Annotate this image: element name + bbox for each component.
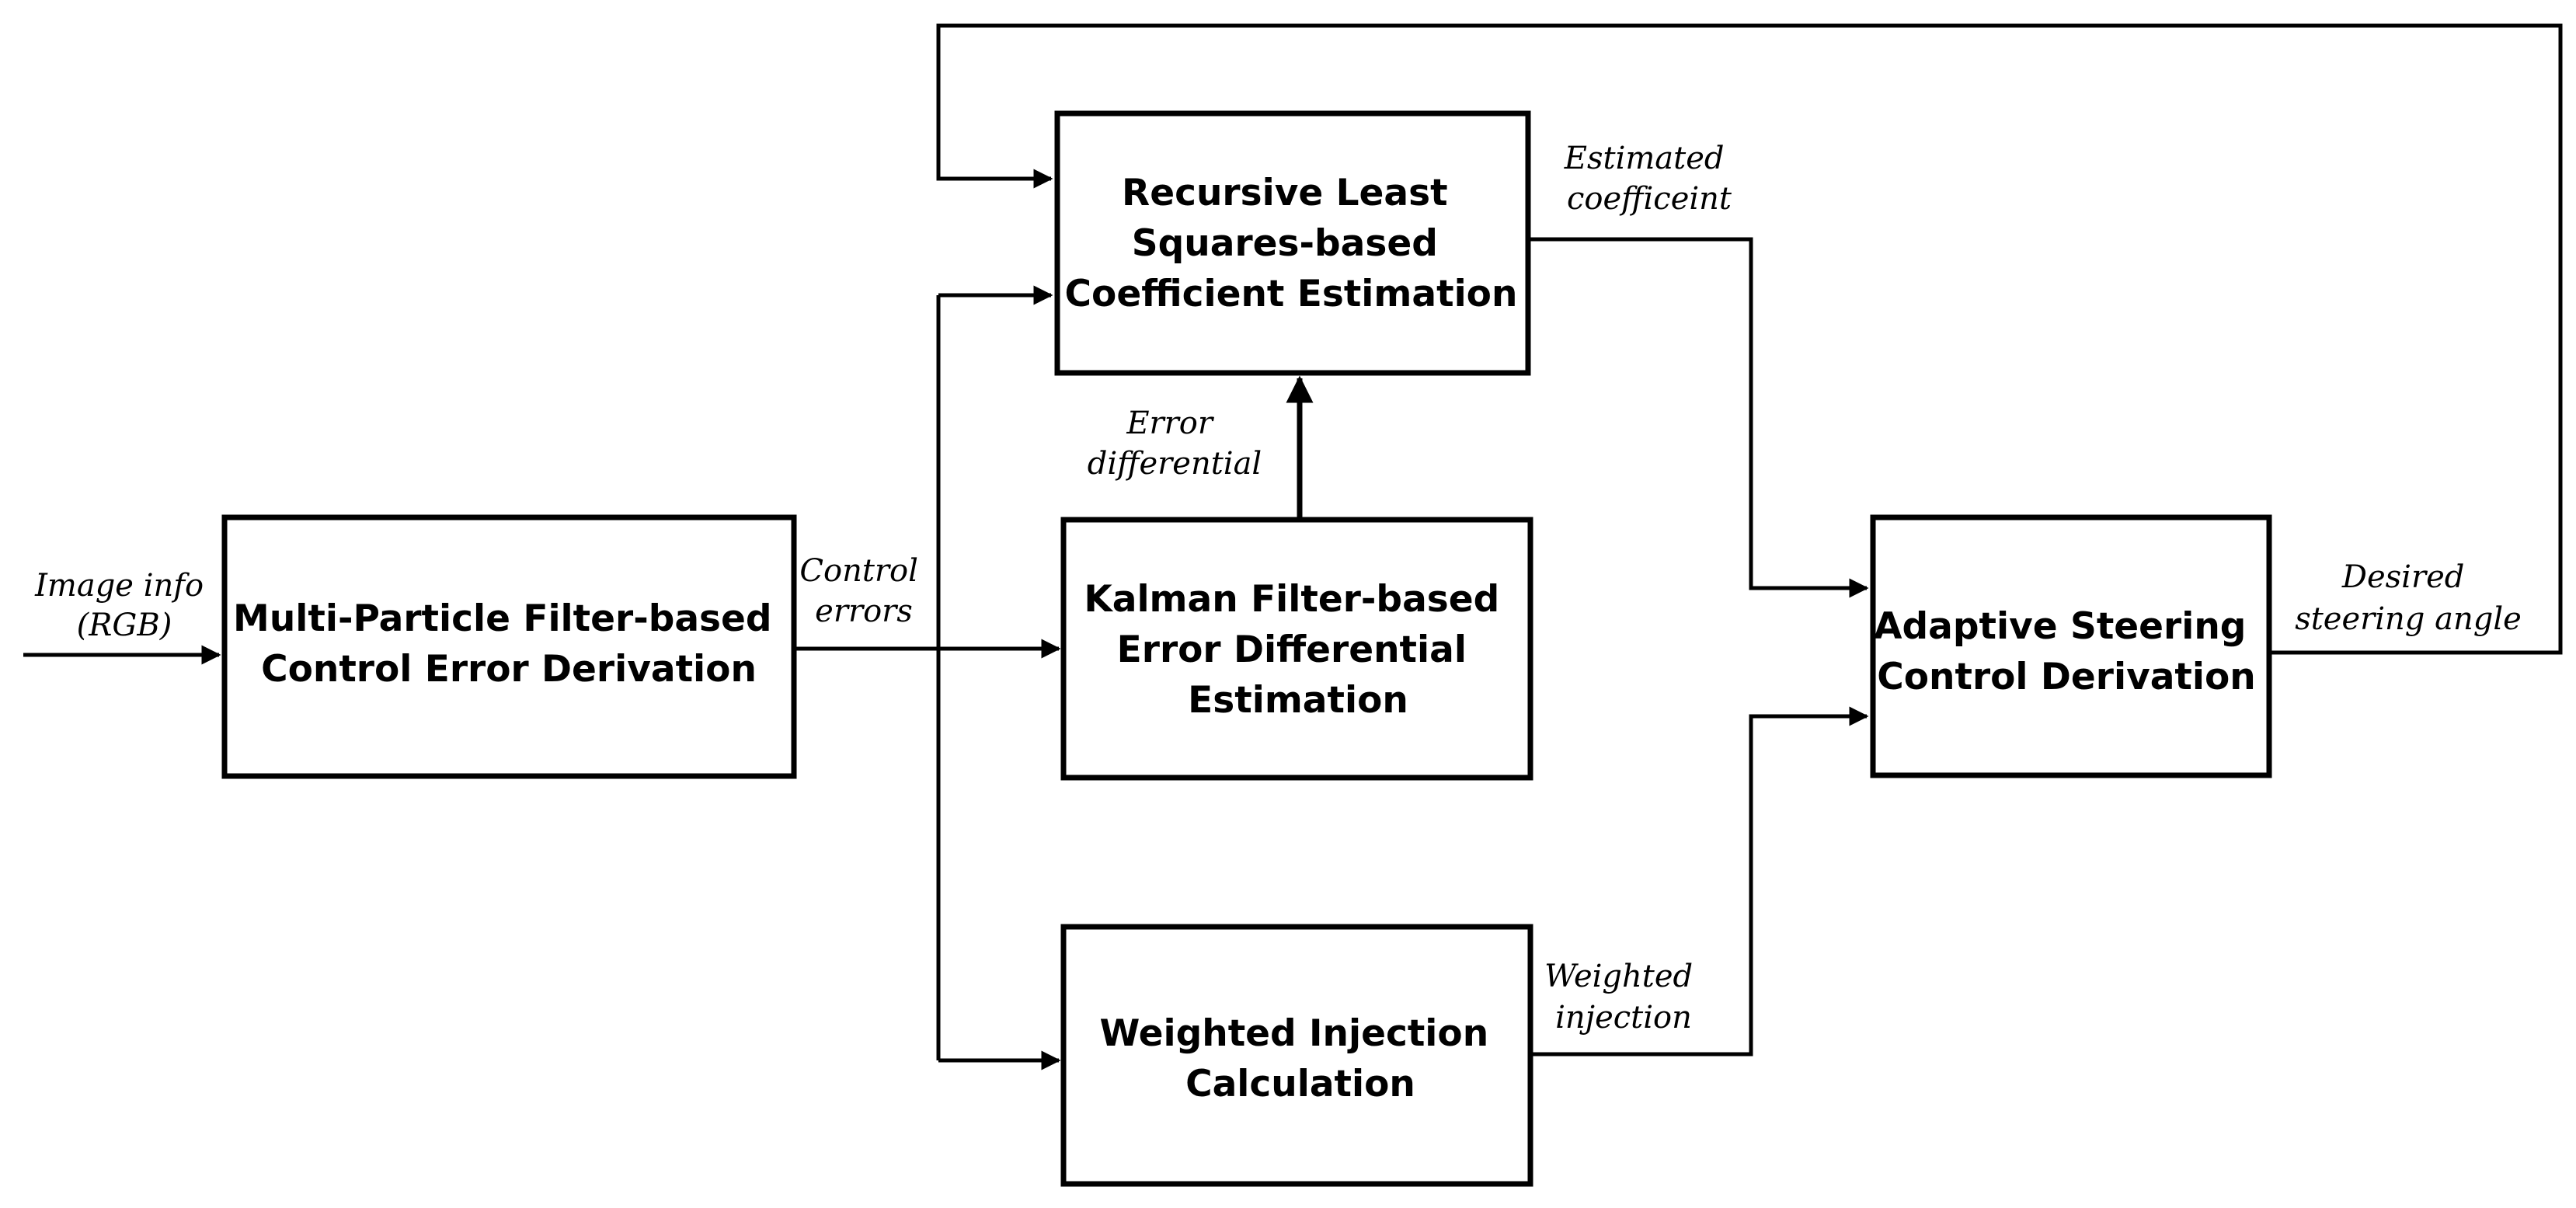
block-kalman-line-3: Estimation [1188,679,1408,722]
connectors [23,23,2563,1070]
block-kalman-line-1: Kalman Filter-based [1084,578,1499,621]
label-desired-steering: Desired steering angle [2295,559,2522,637]
label-error-differential-line-1: Error [1126,406,1215,441]
label-error-differential: Error differential [1088,406,1262,482]
label-estimated-coefficient-line-1: Estimated [1564,141,1725,176]
weighted-injection-arrow [1530,706,1869,1057]
block-weighted: Weighted Injection Calculation [1060,924,1533,1187]
block-mpf: Multi-Particle Filter-based Control Erro… [221,514,797,779]
block-steering: Adaptive Steering Control Derivation [1870,514,2272,778]
label-control-errors-line-2: errors [815,594,913,629]
desired-steering-feedback-arrow [936,23,2563,655]
label-weighted-injection-line-1: Weighted [1544,959,1693,994]
block-steering-line-2: Control Derivation [1877,656,2256,698]
block-weighted-line-2: Calculation [1185,1063,1415,1105]
label-desired-steering-line-2: steering angle [2295,601,2522,637]
label-image-info-line-2: (RGB) [77,607,172,643]
label-weighted-injection: Weighted injection [1544,959,1703,1036]
label-weighted-injection-line-2: injection [1555,1000,1692,1036]
block-kalman-line-2: Error Differential [1117,628,1467,671]
block-weighted-line-1: Weighted Injection [1099,1012,1488,1055]
svg-text:Kalman Filter-based Erro: Kalman Filter-based Error Differential E… [1084,578,1512,722]
label-image-info: Image info (RGB) [34,568,214,643]
block-kalman: Kalman Filter-based Error Differential E… [1060,517,1533,781]
label-desired-steering-line-1: Desired [2341,559,2464,595]
svg-text:Weighted Injection Calcu: Weighted Injection Calculation [1099,1012,1501,1105]
block-mpf-line-2: Control Error Derivation [261,648,757,691]
label-estimated-coefficient-line-2: coefficeint [1567,181,1732,217]
block-rls-line-1: Recursive Least [1122,172,1448,214]
svg-text:Adaptive Steering Contro: Adaptive Steering Control Derivation [1874,605,2259,698]
label-image-info-line-1: Image info [34,568,204,604]
estimated-coefficient-arrow [1528,237,1869,598]
block-rls-line-3: Coefficient Estimation [1065,273,1518,315]
svg-text:Multi-Particle Filter-based: Multi-Particle Filter-based Control Erro… [233,597,785,691]
block-mpf-line-1: Multi-Particle Filter-based [233,597,772,640]
label-estimated-coefficient: Estimated coefficeint [1564,141,1734,217]
label-control-errors-line-1: Control [799,553,918,589]
block-steering-line-1: Adaptive Steering [1874,605,2246,648]
label-control-errors: Control errors [799,553,928,629]
block-rls-line-2: Squares-based [1132,222,1438,265]
label-error-differential-line-2: differential [1088,446,1262,482]
svg-text:Recursive Least Squares-: Recursive Least Squares-based Coefficien… [1065,172,1518,315]
block-rls: Recursive Least Squares-based Coefficien… [1054,110,1531,376]
